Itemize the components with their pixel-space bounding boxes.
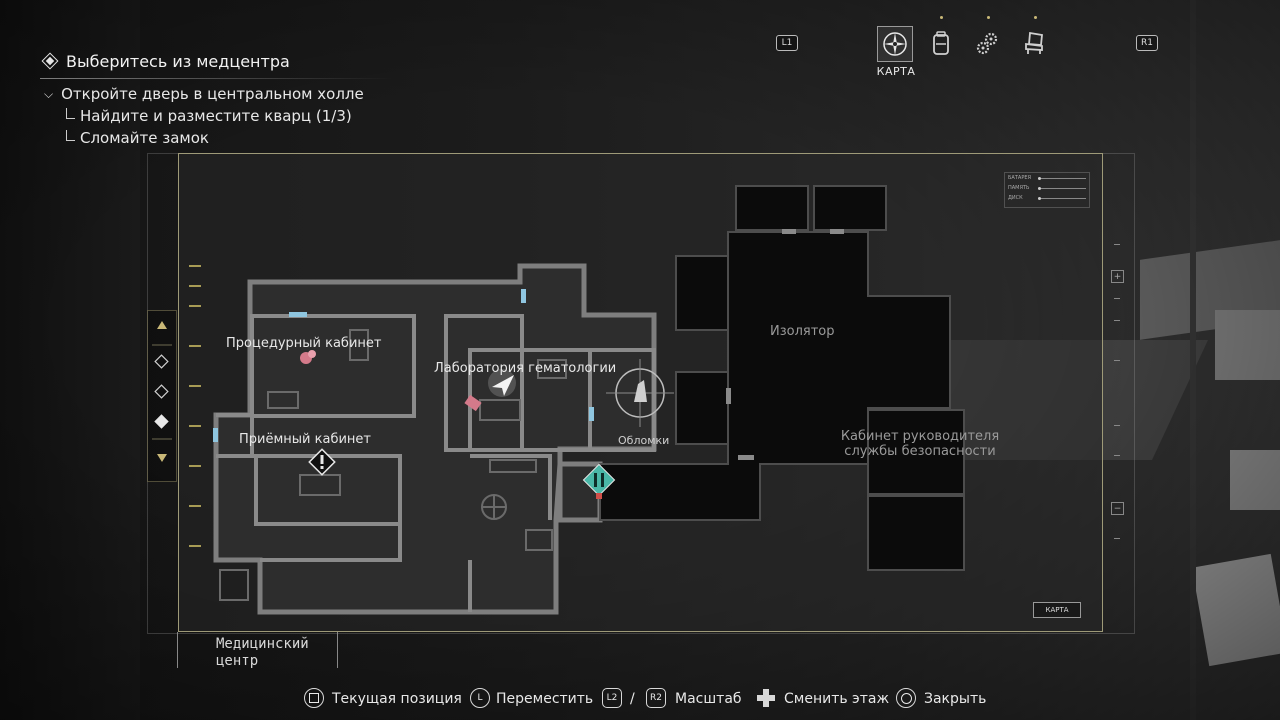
tab-craft[interactable] — [971, 26, 1005, 60]
room-label-isolator: Изолятор — [770, 324, 835, 339]
objectives-panel: Выберитесь из медцентра ⌵ Откройте дверь… — [40, 48, 392, 149]
objective-marker-icon — [582, 463, 616, 499]
area-divider — [337, 632, 338, 668]
l1-button[interactable]: L1 — [776, 35, 798, 51]
compass-icon — [883, 32, 907, 56]
room-label-hematology: Лаборатория гематологии — [434, 361, 617, 376]
map-legend-button[interactable]: КАРТА — [1033, 602, 1081, 618]
area-divider — [177, 632, 178, 668]
chair-icon — [1025, 31, 1043, 54]
floor-selector[interactable] — [147, 310, 177, 482]
dpad-icon — [756, 688, 776, 708]
control-hints: Текущая позиция L Переместить L2 / R2 Ма… — [0, 688, 1280, 714]
square-button-icon — [304, 688, 324, 708]
stat-row: ПАМЯТЬ — [1005, 183, 1089, 193]
hint-close[interactable]: Закрыть — [924, 691, 987, 707]
r2-button-icon: R2 — [646, 688, 666, 708]
notification-dot — [1034, 16, 1037, 19]
player-position-icon — [488, 369, 516, 397]
danger-marker-icon — [308, 448, 336, 476]
tab-inventory[interactable] — [924, 26, 958, 60]
room-label-reception: Приёмный кабинет — [239, 432, 371, 447]
notification-dot — [940, 16, 943, 19]
room-label-procedure: Процедурный кабинет — [226, 336, 382, 351]
gears-icon — [976, 32, 998, 55]
hint-current-position[interactable]: Текущая позиция — [332, 691, 462, 707]
tree-branch-icon — [66, 129, 75, 141]
zoom-out-icon[interactable]: − — [1111, 502, 1124, 515]
hint-zoom[interactable]: Масштаб — [675, 691, 742, 707]
sub-task: Найдите и разместите кварц (1/3) — [40, 105, 392, 127]
chevron-down-icon: ⌵ — [44, 86, 54, 101]
debris-marker-icon — [606, 359, 674, 427]
backpack-icon — [933, 31, 949, 55]
l2-button-icon: L2 — [602, 688, 622, 708]
left-stick-icon: L — [470, 688, 490, 708]
hint-move[interactable]: Переместить — [496, 691, 594, 707]
floor-down-arrow-icon — [157, 454, 167, 462]
floor-up-arrow-icon — [157, 321, 167, 329]
objective-divider — [40, 78, 392, 79]
item-marker-icon — [464, 394, 482, 412]
sub-objective: ⌵ Откройте дверь в центральном холле — [44, 85, 364, 103]
device-stats-panel: БАТАРЕЯ ПАМЯТЬ ДИСК — [1004, 172, 1090, 208]
hint-change-floor[interactable]: Сменить этаж — [784, 691, 890, 707]
tab-map[interactable] — [877, 26, 913, 62]
circle-button-icon — [896, 688, 916, 708]
floor-rail-graphic — [152, 321, 172, 462]
tab-map-label: КАРТА — [876, 65, 916, 78]
tree-branch-icon — [66, 107, 75, 119]
menu-tabs: L1 КАРТА R1 — [0, 0, 1280, 90]
item-marker-icon — [300, 350, 316, 364]
zoom-in-icon[interactable]: + — [1111, 270, 1124, 283]
r1-button[interactable]: R1 — [1136, 35, 1158, 51]
room-label-security: Кабинет руководителя службы безопасности — [840, 429, 1000, 459]
main-objective: Выберитесь из медцентра — [40, 48, 392, 74]
tab-collectibles[interactable] — [1018, 26, 1052, 60]
notification-dot — [987, 16, 990, 19]
sub-task: Сломайте замок — [40, 127, 392, 149]
hint-slash: / — [630, 691, 635, 707]
area-name: Медицинский центр — [216, 636, 309, 669]
stat-row: ДИСК — [1005, 193, 1089, 203]
stat-row: БАТАРЕЯ — [1005, 173, 1089, 183]
room-label-debris: Обломки — [618, 434, 670, 447]
zoom-rail[interactable]: + − — [1103, 230, 1131, 550]
